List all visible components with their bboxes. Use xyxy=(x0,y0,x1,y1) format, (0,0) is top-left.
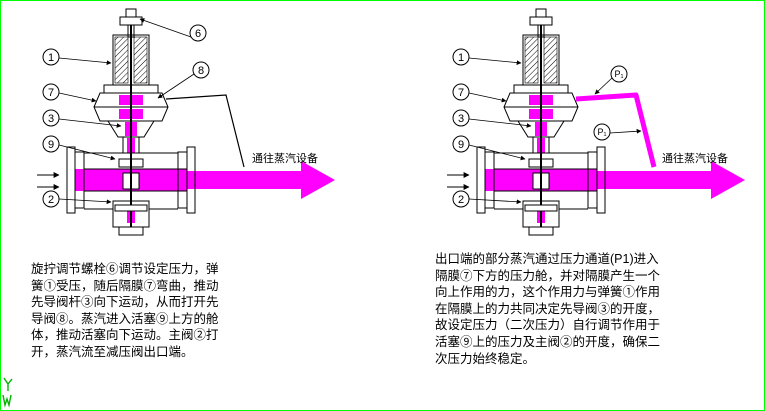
caption-line: 故设定压力（二次压力）自行调节作用于 xyxy=(435,318,661,333)
caption-line: 开，蒸汽流至减压阀出口端。 xyxy=(31,344,194,359)
right-callouts: 1 7 3 9 2 P₁ P₁ xyxy=(452,48,642,208)
right-caption: 出口端的部分蒸汽通过压力通道(P1)进入 隔膜⑦下方的压力舱，并对隔膜产生一个 … xyxy=(435,251,660,367)
pressure-channel-p1 xyxy=(575,92,657,168)
callout-7-label: 7 xyxy=(48,87,54,99)
callout-3-label: 3 xyxy=(458,113,464,125)
caption-line: 旋拧调节螺栓⑥调节设定压力，弹 xyxy=(31,262,219,276)
callout-2-label: 2 xyxy=(48,194,54,206)
corner-mark xyxy=(2,377,13,408)
callout-8-label: 8 xyxy=(198,65,204,77)
caption-line: 出口端的部分蒸汽通过压力通道(P1)进入 xyxy=(435,252,659,266)
left-valve-cross-section xyxy=(37,9,335,235)
caption-line: 导阀⑧。蒸汽进入活塞⑨上方的舱 xyxy=(31,311,219,326)
left-caption: 旋拧调节螺栓⑥调节设定压力，弹 簧①受压，随后隔膜⑦弯曲，推动 先导阀杆③向下运… xyxy=(31,261,219,361)
callout-1 xyxy=(42,48,60,66)
callout-p1-upper xyxy=(610,65,628,83)
caption-line: 隔膜⑦下方的压力舱，并对隔膜产生一个 xyxy=(435,268,661,283)
callout-7-label: 7 xyxy=(458,87,464,99)
callout-3 xyxy=(452,109,470,127)
callout-p1-lower-label: P₁ xyxy=(597,127,606,137)
callout-1-label: 1 xyxy=(458,52,464,64)
caption-line: 体，推动活塞向下运动。主阀②打 xyxy=(31,328,219,343)
right-valve-cross-section xyxy=(447,9,745,235)
left-callouts: 6 1 8 7 3 9 2 xyxy=(42,18,210,208)
callout-2-label: 2 xyxy=(458,194,464,206)
callout-2 xyxy=(42,190,60,208)
caption-line: 先导阀杆③向下运动，从而打开先 xyxy=(31,295,219,310)
callout-9-label: 9 xyxy=(48,139,54,151)
callout-7 xyxy=(452,83,470,101)
callout-3-label: 3 xyxy=(48,113,54,125)
caption-line: 在隔膜上的力共同决定先导阀③的开度， xyxy=(435,301,661,316)
caption-line: 活塞⑨上的压力及主阀②的开度，确保二 xyxy=(435,334,661,349)
callout-2 xyxy=(452,190,470,208)
callout-6-label: 6 xyxy=(195,28,201,40)
callout-p1-lower xyxy=(593,123,611,141)
caption-line: 次压力始终稳定。 xyxy=(435,351,536,366)
pressure-sensing-pipe xyxy=(165,94,245,168)
callout-p1-upper-label: P₁ xyxy=(614,69,623,79)
caption-line: 向上作用的力，这个作用力与弹簧①作用 xyxy=(435,285,661,300)
callout-9 xyxy=(452,135,470,153)
callout-7 xyxy=(42,83,60,101)
steam-outlet-label-right: 通往蒸汽设备 xyxy=(662,151,728,165)
callout-9 xyxy=(42,135,60,153)
steam-outlet-label-left: 通往蒸汽设备 xyxy=(252,151,318,165)
caption-line: 簧①受压，随后隔膜⑦弯曲，推动 xyxy=(31,278,219,293)
callout-8 xyxy=(192,61,210,79)
callout-6 xyxy=(189,24,207,42)
callout-1-label: 1 xyxy=(48,52,54,64)
callout-1 xyxy=(452,48,470,66)
callout-3 xyxy=(42,109,60,127)
callout-9-label: 9 xyxy=(458,139,464,151)
